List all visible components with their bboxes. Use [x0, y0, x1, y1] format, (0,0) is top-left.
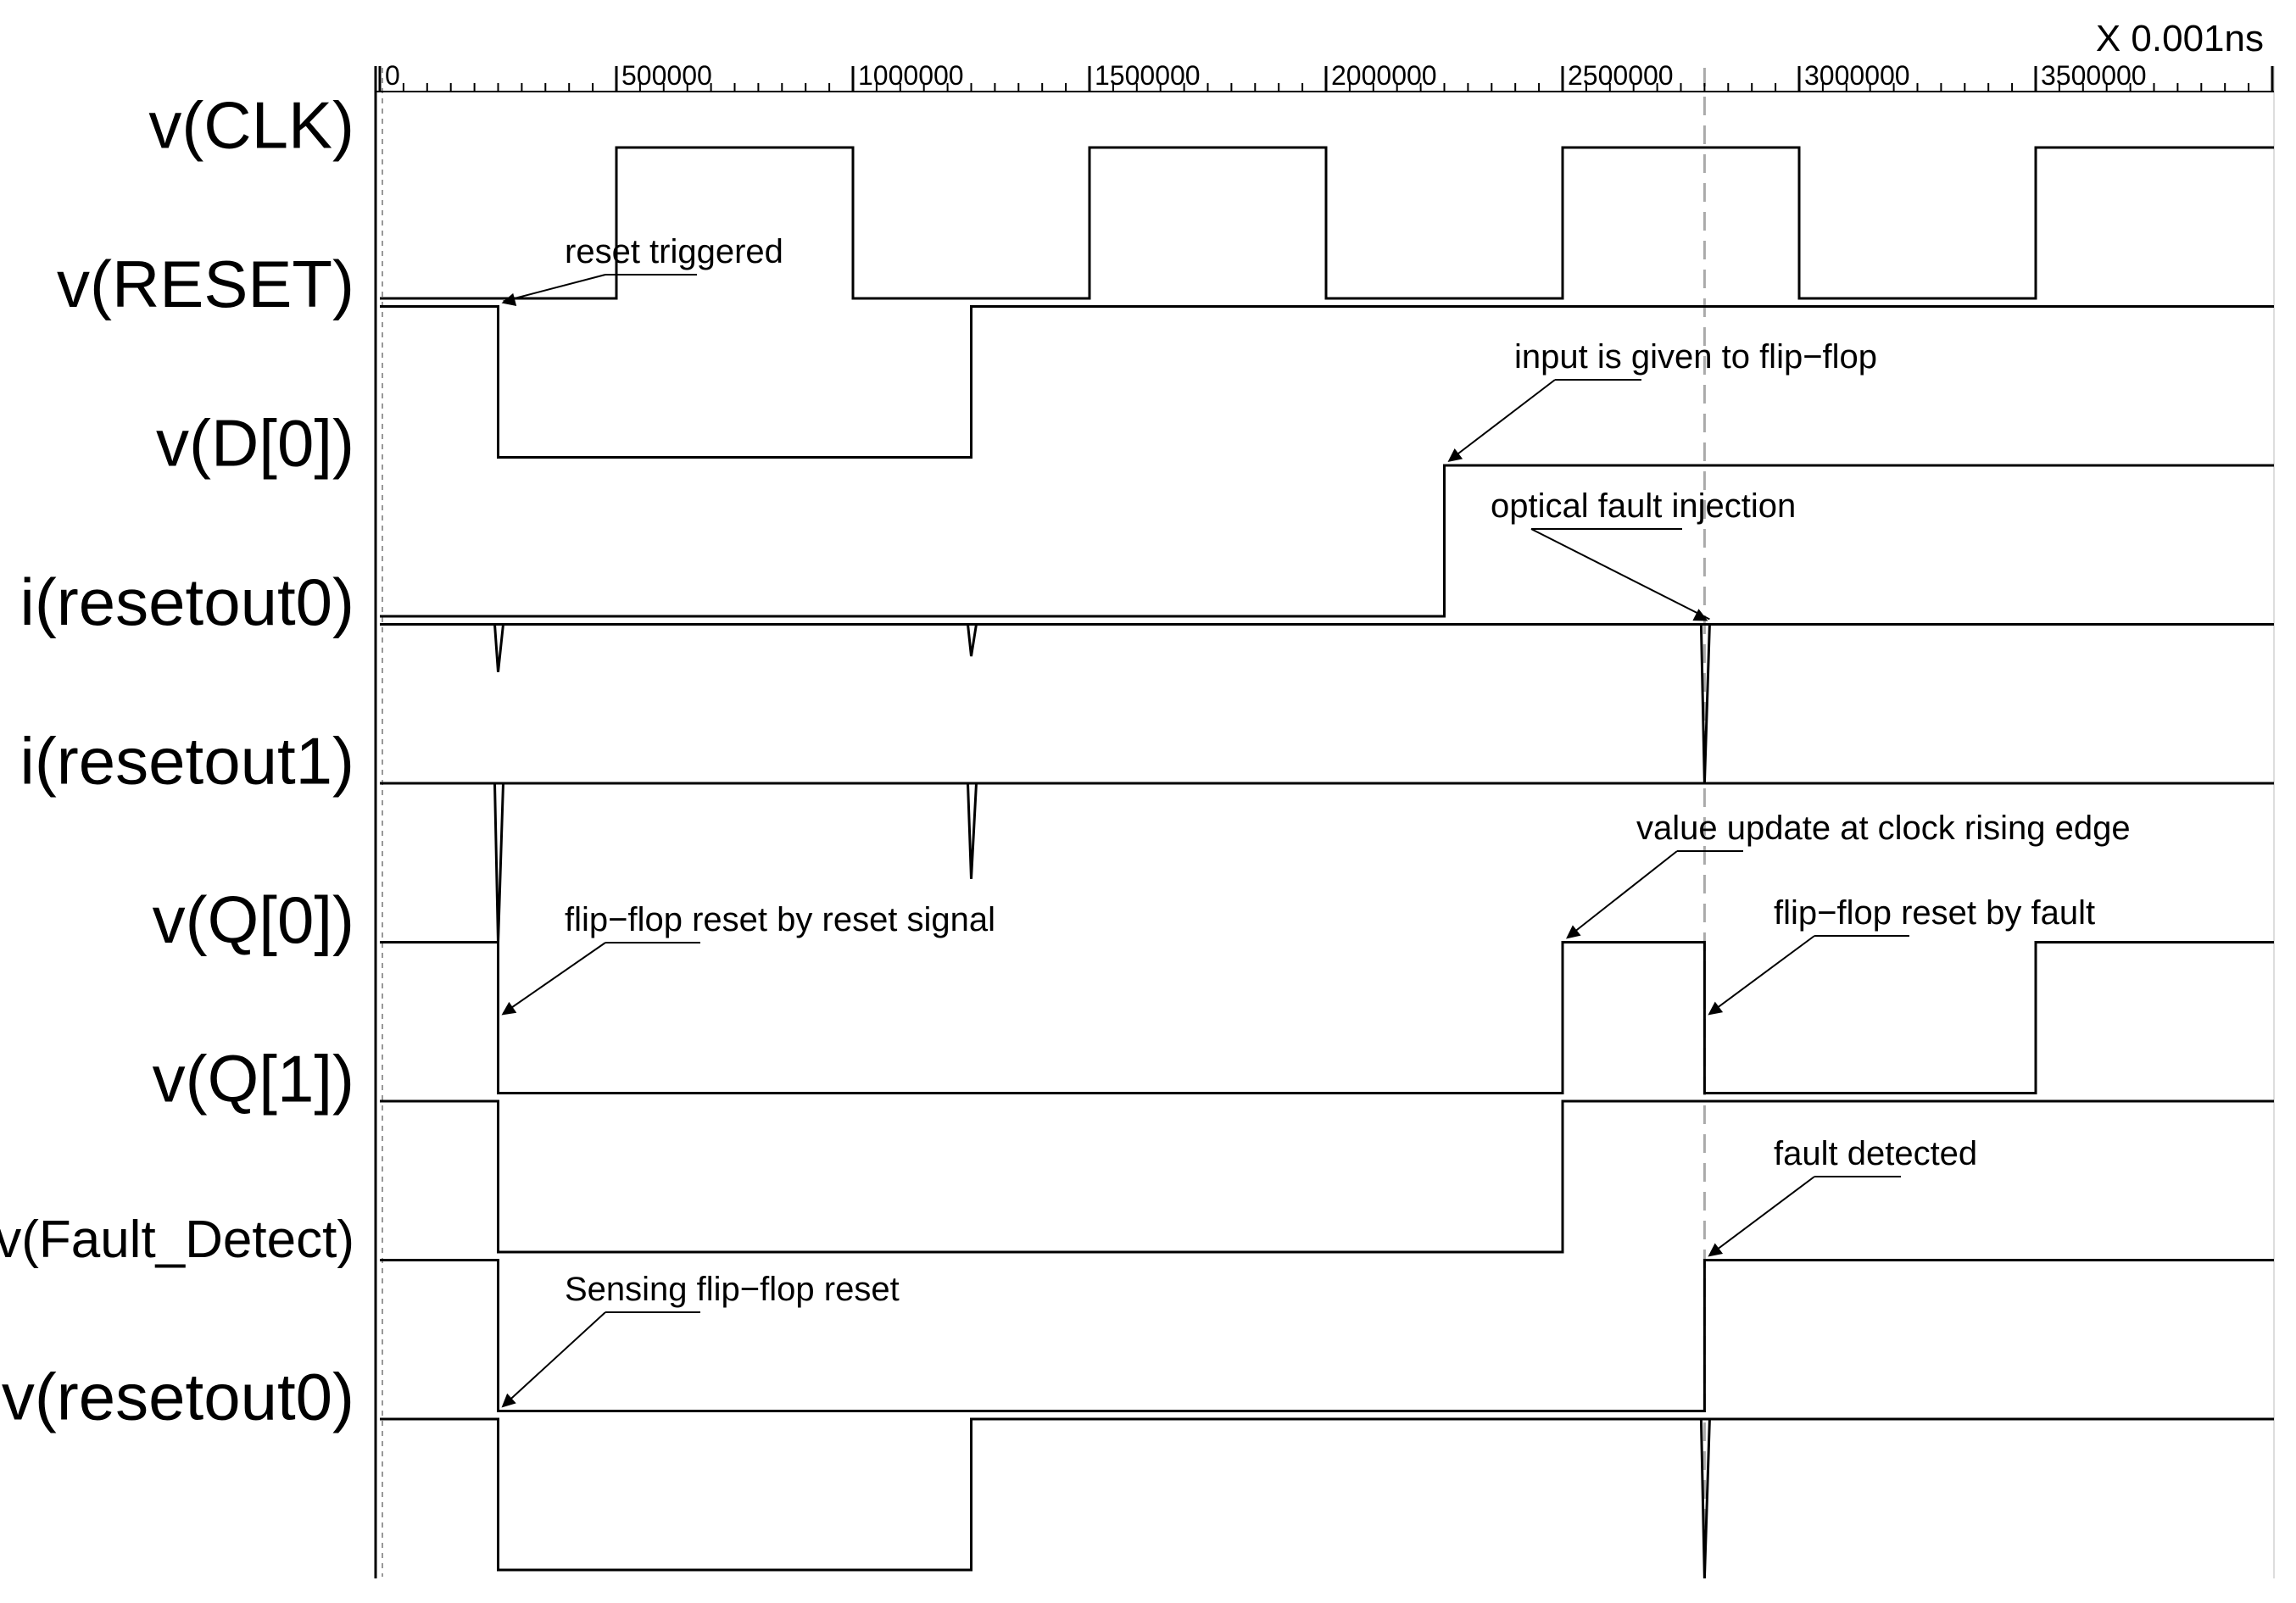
annotation-arrowhead [501, 1393, 516, 1408]
x-tick-label: 3500000 [2041, 60, 2147, 91]
trace-spike [967, 624, 978, 657]
x-tick-label: 2000000 [1331, 60, 1437, 91]
signal-label: v(Q[1]) [153, 1042, 354, 1116]
annotation: Sensing flip−flop reset [501, 1271, 900, 1408]
signal-label: v(Fault_Detect) [0, 1211, 354, 1269]
trace-waveform [380, 305, 2274, 459]
trace-v(RESET) [380, 305, 2274, 459]
x-tick-label: 500000 [621, 60, 712, 91]
annotation: reset triggered [501, 233, 783, 306]
annotation: value update at clock rising edge [1566, 810, 2131, 939]
annotation-text: value update at clock rising edge [1636, 810, 2131, 847]
annotations: reset triggered input is given to flip−fl… [501, 233, 2131, 1408]
trace-spike [493, 624, 504, 673]
annotation-leader [503, 274, 606, 303]
x-tick-label: 0 [385, 60, 400, 91]
annotation-text: Sensing flip−flop reset [565, 1271, 900, 1308]
signal-traces [380, 146, 2274, 1579]
annotation-text: flip−flop reset by reset signal [565, 901, 995, 938]
annotation: optical fault injection [1491, 487, 1796, 621]
annotation: fault detected [1708, 1135, 1977, 1257]
time-axis: 0 500000 1000000 1500000 2000000 2500000 30000… [376, 60, 2274, 92]
trace-v(Q[1]) [380, 1099, 2274, 1254]
trace-waveform [380, 941, 2274, 1094]
signal-label: v(RESET) [57, 247, 354, 321]
annotation: input is given to flip−flop [1447, 338, 1877, 462]
annotation-text: input is given to flip−flop [1514, 338, 1877, 376]
annotation-leader [1448, 379, 1556, 461]
annotation: flip−flop reset by fault [1708, 894, 2095, 1016]
signal-label: v(D[0]) [156, 406, 354, 481]
plot-frame [374, 66, 2275, 1578]
trace-waveform [380, 146, 2274, 300]
signal-label: v(Q[0]) [153, 882, 354, 957]
trace-spike [1699, 1418, 1711, 1579]
annotation-arrowhead [1692, 609, 1708, 621]
signal-label: i(resetout0) [20, 565, 355, 639]
signal-label: v(resetout0) [2, 1360, 354, 1434]
trace-waveform [380, 1259, 2274, 1412]
annotation: flip−flop reset by reset signal [501, 901, 995, 1016]
trace-spike [493, 782, 504, 943]
trace-v(CLK) [380, 146, 2274, 300]
annotation-text: fault detected [1774, 1135, 1977, 1172]
annotation-leader [1567, 850, 1678, 938]
trace-v(Fault_Detect) [380, 1259, 2274, 1412]
annotation-arrowhead [1708, 1001, 1724, 1016]
trace-v(Q[0]) [380, 941, 2274, 1094]
annotation-arrowhead [1566, 925, 1581, 939]
signal-label: i(resetout1) [20, 724, 355, 799]
annotation-arrowhead [501, 292, 517, 306]
x-tick-label: 1000000 [858, 60, 964, 91]
x-tick-label: 3000000 [1804, 60, 1910, 91]
annotation-arrowhead [1708, 1243, 1724, 1257]
annotation-leader [1708, 935, 1815, 1015]
trace-i(resetout0) [380, 623, 2274, 784]
trace-waveform [380, 1417, 2274, 1572]
annotation-arrowhead [1447, 448, 1463, 462]
x-unit-label: X 0.001ns [2096, 18, 2264, 59]
signal-label: v(CLK) [148, 88, 354, 163]
trace-waveform [380, 464, 2274, 618]
annotation-text: optical fault injection [1491, 487, 1796, 525]
trace-waveform [380, 1099, 2274, 1254]
annotation-text: reset triggered [565, 233, 783, 270]
x-tick-label: 1500000 [1095, 60, 1201, 91]
annotation-text: flip−flop reset by fault [1774, 894, 2095, 932]
trace-v(resetout0) [380, 1417, 2274, 1579]
trace-spike [967, 782, 978, 879]
trace-v(D[0]) [380, 464, 2274, 618]
annotation-arrowhead [501, 1001, 517, 1016]
x-tick-label: 2500000 [1568, 60, 1674, 91]
annotation-leader [502, 1311, 606, 1407]
annotation-leader [1530, 528, 1710, 621]
annotation-leader [1708, 1176, 1815, 1256]
signal-labels: v(CLK) v(RESET) v(D[0]) i(resetout0) i(reset… [0, 88, 354, 1434]
annotation-leader [502, 942, 606, 1015]
